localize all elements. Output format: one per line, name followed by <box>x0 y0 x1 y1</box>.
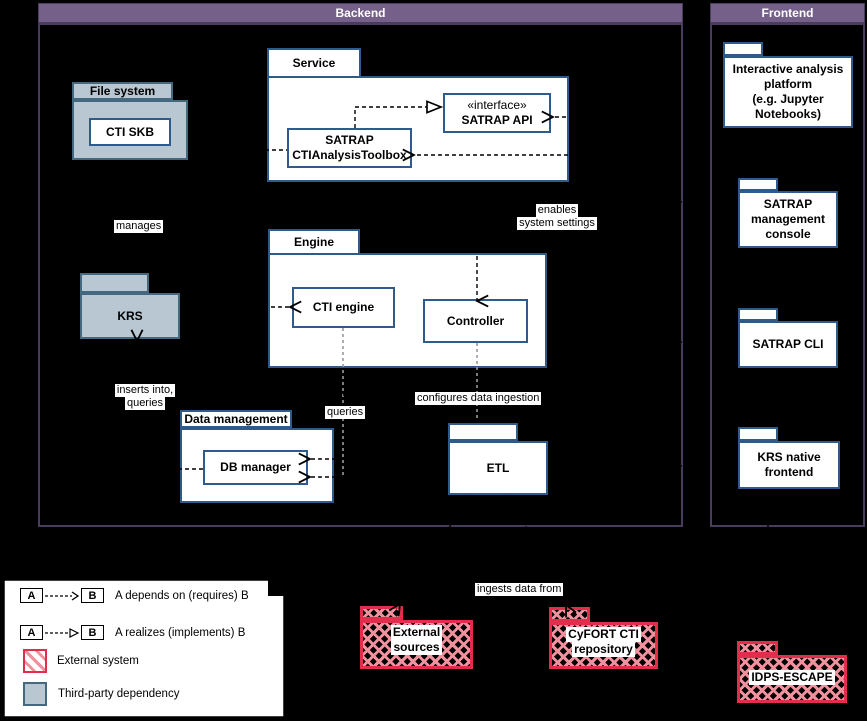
legend-row-realizes: A B A realizes (implements) B <box>20 625 245 640</box>
realizes-arrow-icon <box>45 627 80 638</box>
edge-label-enables: enables system settings <box>517 204 597 230</box>
legend-box-b1: B <box>81 588 104 603</box>
frontend-package-header: Frontend <box>710 3 865 23</box>
legend-third-party-text: Third-party dependency <box>58 688 180 700</box>
management-console-body: SATRAP management console <box>738 191 838 248</box>
krs-package-body: KRS <box>80 293 180 339</box>
cti-engine-component: CTI engine <box>292 287 395 328</box>
cti-skb-label: CTI SKB <box>106 124 154 139</box>
legend-external-text: External system <box>57 655 139 667</box>
etl-package-tab <box>448 423 518 441</box>
krs-native-frontend-body: KRS native frontend <box>738 441 840 489</box>
krs-native-line2: frontend <box>764 465 814 479</box>
legend-row-external: External system <box>23 649 139 673</box>
external-sources-label: External sources <box>390 625 443 655</box>
edge-label-ingests: ingests data from <box>475 583 564 596</box>
legend-row-depends: A B A depends on (requires) B <box>20 588 249 603</box>
data-management-package-tab: Data management <box>180 410 292 428</box>
satrap-toolbox-line1: SATRAP <box>325 133 374 147</box>
idps-escape-label: IDPS-ESCAPE <box>749 670 835 685</box>
platform-line3: (e.g. Jupyter <box>752 92 824 106</box>
satrap-api-stereotype: «interface» <box>467 98 527 112</box>
interactive-platform-body: Interactive analysis platform (e.g. Jupy… <box>723 56 853 128</box>
depends-arrow-icon <box>45 590 80 601</box>
satrap-toolbox-component: SATRAP CTIAnalysisToolbox <box>287 128 412 168</box>
external-system-swatch-icon <box>23 649 47 673</box>
satrap-cli-tab <box>738 308 778 321</box>
edge-label-queries: queries <box>325 406 366 419</box>
legend-realizes-text: A realizes (implements) B <box>115 626 246 639</box>
krs-native-line1: KRS native <box>757 450 821 464</box>
backend-package-header: Backend <box>38 3 683 23</box>
platform-line2: platform <box>764 77 812 91</box>
external-sources-tab <box>360 606 403 620</box>
legend-note-shape <box>3 579 285 718</box>
edge-label-configures: configures data ingestion <box>415 392 542 405</box>
satrap-toolbox-line2: CTIAnalysisToolbox <box>292 148 407 162</box>
console-line1: SATRAP <box>763 197 813 211</box>
satrap-cli-body: SATRAP CLI <box>738 321 838 368</box>
cyfort-repo-tab <box>549 607 590 622</box>
frontend-title: Frontend <box>761 6 814 20</box>
satrap-api-label: SATRAP API <box>461 113 533 127</box>
legend-row-third-party: Third-party dependency <box>23 682 179 706</box>
service-label: Service <box>292 56 336 70</box>
engine-package-tab: Engine <box>268 229 360 255</box>
legend-note: A B A depends on (requires) B A B A real… <box>3 579 285 718</box>
legend-box-b2: B <box>81 625 104 640</box>
satrap-cli-label: SATRAP CLI <box>752 337 824 351</box>
satrap-api-interface: «interface» SATRAP API <box>443 93 551 133</box>
engine-label: Engine <box>293 235 334 249</box>
platform-line4: Notebooks) <box>755 107 821 121</box>
krs-native-frontend-tab <box>738 427 778 441</box>
cyfort-repo-label: CyFORT CTI repository <box>566 627 641 657</box>
controller-label: Controller <box>446 313 505 328</box>
krs-label: KRS <box>117 308 143 323</box>
krs-package-tab <box>80 273 149 293</box>
db-manager-label: DB manager <box>220 460 291 474</box>
db-manager-component: DB manager <box>203 450 308 485</box>
interactive-platform-tab <box>723 42 763 56</box>
legend-depends-text: A depends on (requires) B <box>115 589 249 602</box>
management-console-tab <box>738 178 778 191</box>
console-line3: console <box>765 227 811 241</box>
platform-line1: Interactive analysis <box>732 62 844 76</box>
console-line2: management <box>750 212 826 226</box>
service-package-tab: Service <box>267 48 361 78</box>
file-system-package-tab: File system <box>72 82 173 100</box>
idps-escape-tab <box>737 641 778 655</box>
controller-component: Controller <box>423 299 528 343</box>
cti-engine-label: CTI engine <box>312 300 375 314</box>
cti-skb-component: CTI SKB <box>89 118 171 146</box>
third-party-swatch-icon <box>23 682 47 706</box>
etl-label: ETL <box>486 460 510 475</box>
edge-label-inserts-queries: inserts into, queries <box>114 384 176 410</box>
data-management-label: Data management <box>184 412 288 426</box>
file-system-label: File system <box>89 84 156 98</box>
backend-title: Backend <box>335 6 386 20</box>
legend-box-a2: A <box>20 625 43 640</box>
edge-label-manages: manages <box>114 220 164 233</box>
etl-package-body: ETL <box>448 441 548 495</box>
legend-box-a1: A <box>20 588 43 603</box>
